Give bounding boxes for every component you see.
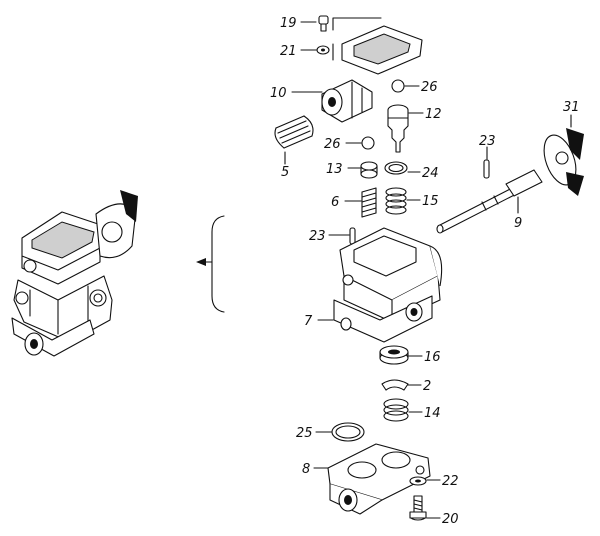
part-20-bolt bbox=[409, 495, 427, 521]
callout-7: 7 bbox=[304, 314, 313, 329]
callout-24: 24 bbox=[422, 166, 439, 181]
part-23-pin-lower bbox=[349, 227, 356, 245]
callout-26-upper: 26 bbox=[421, 80, 438, 95]
part-26-ball-lower bbox=[361, 136, 375, 150]
callout-19: 19 bbox=[280, 16, 297, 31]
assembly-bracket-arrow bbox=[196, 215, 225, 313]
part-6-spring bbox=[361, 187, 377, 218]
part-31-lever bbox=[543, 128, 584, 196]
callout-25: 25 bbox=[296, 426, 313, 441]
callout-14: 14 bbox=[424, 406, 441, 421]
callout-labels: 19 21 10 26 12 31 5 26 23 13 24 6 15 9 2… bbox=[270, 16, 580, 527]
part-23-pin-upper bbox=[483, 159, 490, 179]
callout-26-lower: 26 bbox=[324, 137, 341, 152]
part-8-base bbox=[327, 443, 431, 515]
part-22-washer bbox=[409, 476, 427, 486]
part-2-clip bbox=[381, 379, 409, 391]
part-15-spring bbox=[385, 187, 407, 215]
assembled-valve bbox=[11, 190, 138, 357]
callout-10: 10 bbox=[270, 86, 287, 101]
callout-13: 13 bbox=[326, 162, 343, 177]
part-25-gasket bbox=[331, 422, 365, 442]
callout-12: 12 bbox=[425, 107, 442, 122]
part-19-screw bbox=[318, 15, 329, 32]
part-21-washer bbox=[316, 45, 330, 55]
callout-5: 5 bbox=[281, 165, 289, 180]
callout-22: 22 bbox=[442, 474, 459, 489]
part-24-oring bbox=[384, 161, 408, 175]
part-14-spring bbox=[383, 398, 409, 422]
callout-15: 15 bbox=[422, 194, 439, 209]
part-5-spring bbox=[274, 115, 314, 149]
callout-23-upper: 23 bbox=[479, 134, 496, 149]
part-cover-plate bbox=[341, 25, 423, 75]
callout-23-lower: 23 bbox=[309, 229, 326, 244]
callout-20: 20 bbox=[442, 512, 459, 527]
part-9-shaft bbox=[436, 169, 543, 234]
group-bracket-19-21 bbox=[332, 17, 382, 61]
callout-16: 16 bbox=[424, 350, 441, 365]
part-10-fitting bbox=[321, 79, 373, 123]
callout-2: 2 bbox=[423, 379, 431, 394]
callout-9: 9 bbox=[514, 216, 522, 231]
part-12-plunger bbox=[387, 104, 409, 153]
part-13-seat bbox=[360, 161, 378, 179]
part-26-ball-upper bbox=[391, 79, 405, 93]
callout-21: 21 bbox=[280, 44, 297, 59]
part-7-body bbox=[333, 227, 443, 343]
callout-8: 8 bbox=[302, 462, 310, 477]
callout-6: 6 bbox=[331, 195, 339, 210]
part-16-ring bbox=[379, 345, 409, 365]
callout-31: 31 bbox=[563, 100, 580, 115]
leader-lines bbox=[284, 21, 572, 519]
